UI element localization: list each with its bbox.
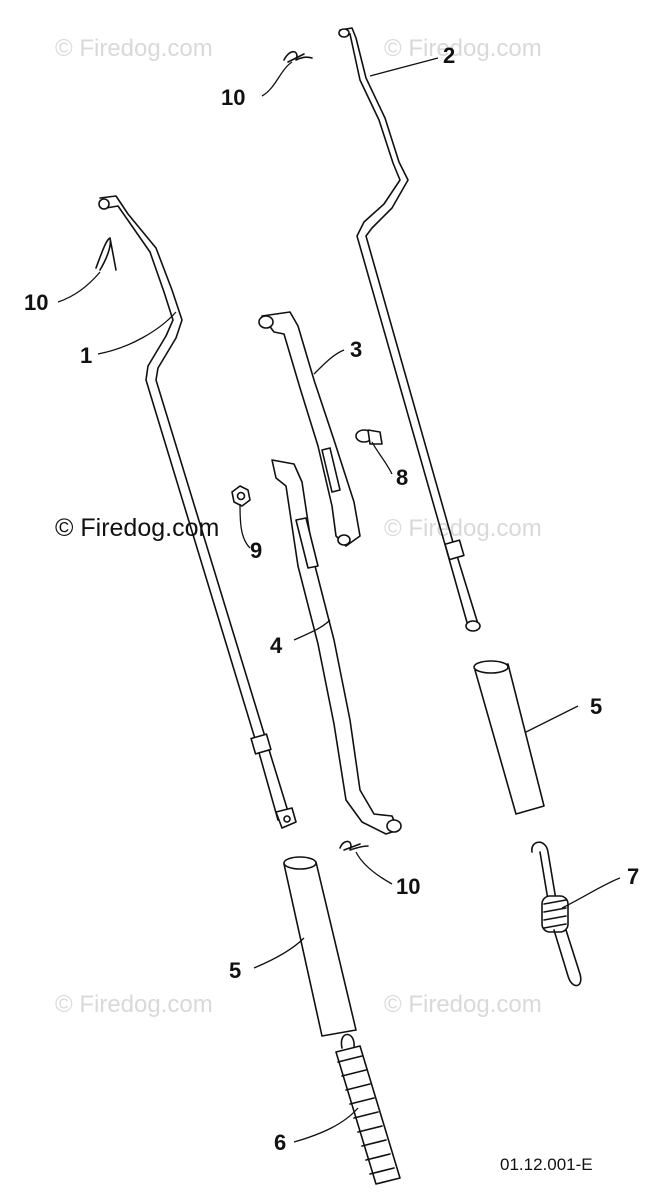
- leader-5a: [525, 705, 579, 733]
- callout-6: 6: [274, 1130, 286, 1155]
- callout-10-left: 10: [24, 290, 48, 315]
- callout-7: 7: [627, 864, 639, 889]
- leader-4: [293, 619, 331, 641]
- watermark-top-left: © Firedog.com: [55, 35, 213, 62]
- callout-5-left: 5: [229, 958, 241, 983]
- part-6-spring: [335, 1033, 401, 1185]
- callout-3: 3: [350, 337, 362, 362]
- part-10-clip-left: [95, 237, 117, 271]
- part-5-grip-left: [283, 856, 357, 1037]
- callout-5-right: 5: [590, 694, 602, 719]
- watermark-bottom-right: © Firedog.com: [384, 991, 542, 1018]
- callout-1: 1: [80, 343, 92, 368]
- callout-2: 2: [443, 43, 455, 68]
- leader-2: [369, 57, 439, 77]
- callout-10-bottom: 10: [396, 874, 420, 899]
- watermark-bottom-left: © Firedog.com: [55, 991, 213, 1018]
- part-9-nut: [231, 485, 251, 507]
- part-8-pin: [355, 429, 383, 445]
- part-3-link: [258, 311, 361, 547]
- part-10-clip-top: [283, 50, 313, 63]
- callout-8: 8: [396, 465, 408, 490]
- part-10-clip-bottom: [339, 840, 369, 851]
- part-7-spring: [531, 841, 582, 987]
- leader-6: [293, 1107, 359, 1143]
- part-5-grip-right: [473, 660, 545, 815]
- leader-5b: [253, 937, 305, 969]
- leader-3: [313, 349, 345, 375]
- part-4-link: [271, 459, 402, 835]
- leader-8: [371, 441, 393, 475]
- leader-1: [97, 311, 177, 355]
- watermark-mid-left: © Firedog.com: [55, 514, 219, 542]
- leader-7: [561, 877, 621, 909]
- leader-10b: [57, 271, 101, 303]
- part-2-rod: [338, 27, 481, 632]
- callout-9: 9: [250, 538, 262, 563]
- drawing-code: 01.12.001-E: [500, 1155, 593, 1174]
- callout-4: 4: [270, 633, 283, 658]
- leader-9: [239, 503, 251, 549]
- callout-10-top: 10: [221, 85, 245, 110]
- leader-10a: [261, 61, 293, 97]
- leader-10c: [355, 851, 393, 885]
- part-1-rod: [98, 195, 297, 829]
- watermark-top-right: © Firedog.com: [384, 35, 542, 62]
- watermark-mid-right: © Firedog.com: [384, 515, 542, 542]
